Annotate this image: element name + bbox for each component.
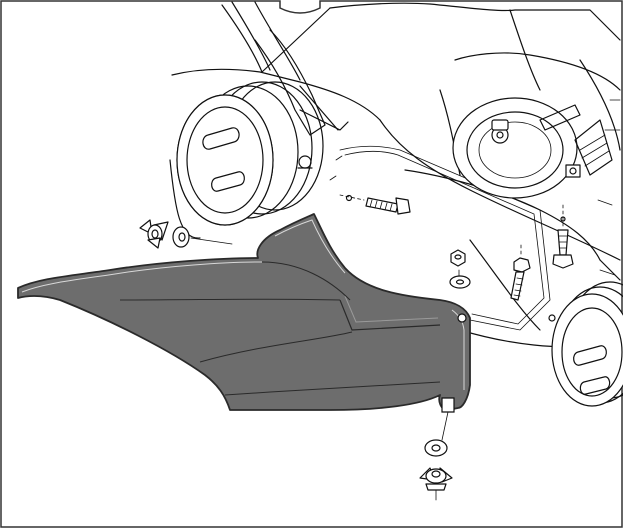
wing-nut-bottom (419, 467, 453, 501)
leader-line-bottom (441, 411, 449, 441)
wing-nut-left (139, 219, 169, 249)
front-wheel-right (551, 281, 623, 407)
engine-housing (452, 59, 621, 199)
washer-left (172, 226, 190, 248)
washer-bottom (424, 439, 448, 457)
bolt-horizontal (339, 194, 411, 215)
leader-line-left (190, 237, 233, 245)
hex-nut (450, 249, 466, 267)
bolt-vertical-center (510, 244, 531, 301)
deck-screw-marks (329, 155, 556, 322)
washer-center (449, 275, 471, 289)
handle-bars (254, 29, 349, 136)
discharge-deflector (17, 213, 471, 413)
bolt-vertical-right (552, 204, 574, 269)
rear-wheel-left (176, 81, 324, 226)
